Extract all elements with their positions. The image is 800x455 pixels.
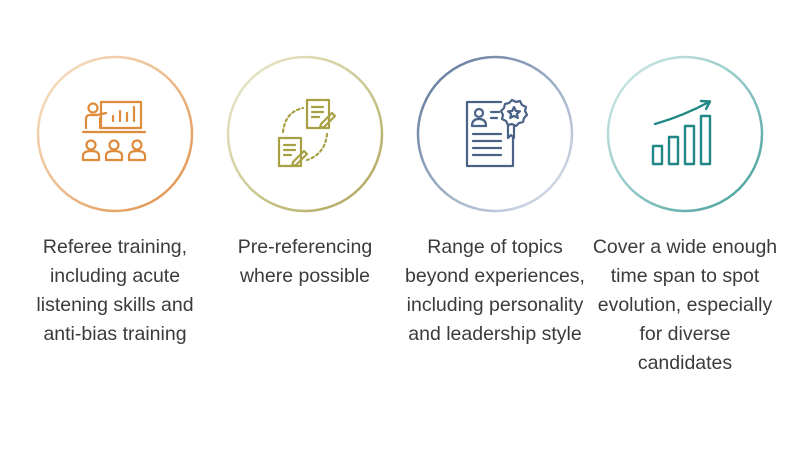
icon-ring bbox=[606, 55, 764, 213]
caption: Pre-referencing where possible bbox=[237, 236, 373, 287]
caption: Cover a wide enough time span to spot ev… bbox=[592, 236, 778, 374]
item-time-span: Cover a wide enough time span to spot ev… bbox=[590, 0, 780, 455]
icon-ring bbox=[36, 55, 194, 213]
ring-circle bbox=[606, 55, 764, 213]
ring-circle bbox=[36, 55, 194, 213]
presentation-training-icon bbox=[81, 100, 147, 162]
item-referee-training: Referee training, including acute listen… bbox=[20, 0, 210, 455]
growth-chart-icon bbox=[651, 99, 712, 166]
document-exchange-icon bbox=[277, 98, 337, 168]
icon-ring bbox=[226, 55, 384, 213]
ring-circle bbox=[416, 55, 574, 213]
caption: Referee training, including acute listen… bbox=[36, 236, 194, 345]
profile-certificate-icon bbox=[465, 98, 529, 168]
item-range-of-topics: Range of topics beyond experiences, incl… bbox=[400, 0, 590, 455]
icon-ring bbox=[416, 55, 574, 213]
ring-circle bbox=[226, 55, 384, 213]
caption: Range of topics beyond experiences, incl… bbox=[405, 236, 585, 345]
item-pre-referencing: Pre-referencing where possible bbox=[210, 0, 400, 455]
